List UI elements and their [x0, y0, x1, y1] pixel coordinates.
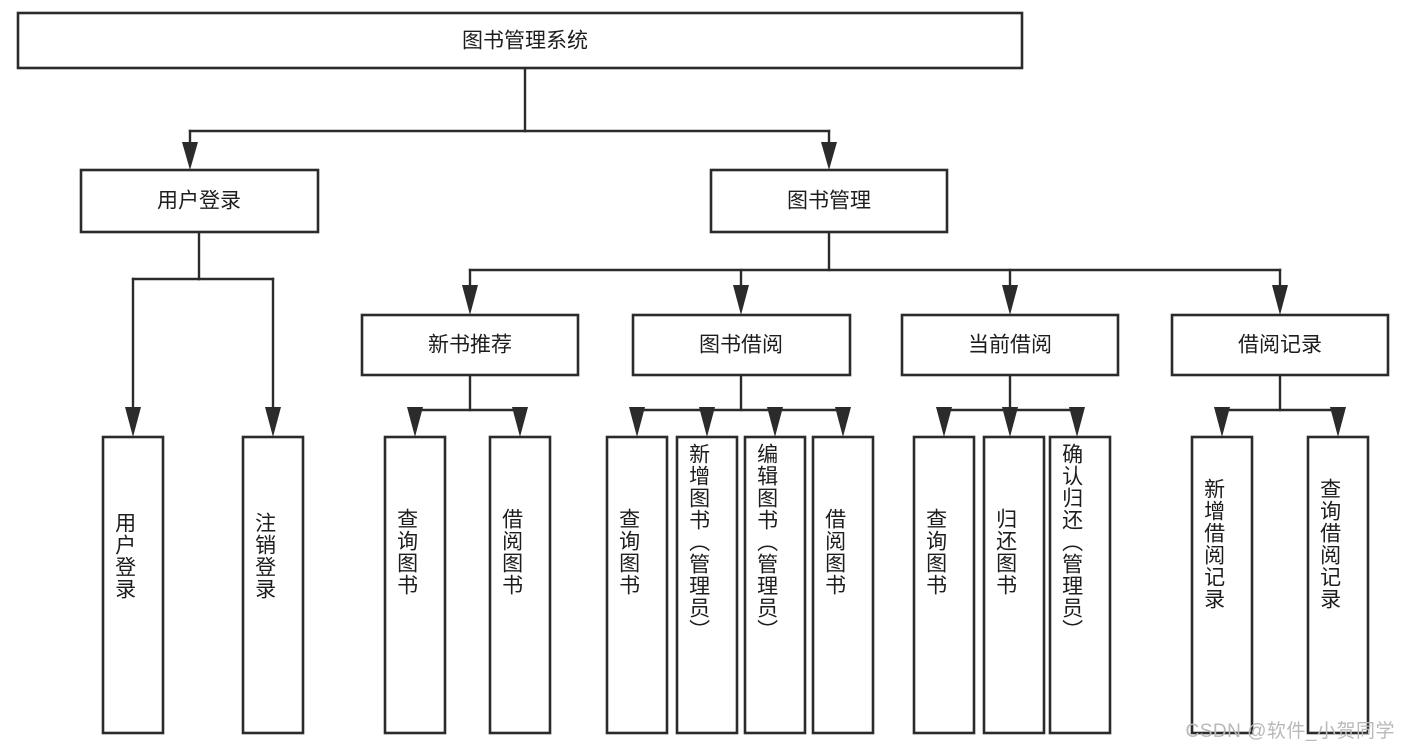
arrow-bm-to-recommend [462, 285, 478, 315]
arrow-bm-to-record [1272, 285, 1288, 315]
arrow-to-leaf-query-book-1 [407, 407, 423, 437]
arrow-to-leaf-return-book [1002, 407, 1018, 437]
connector-group-user-login [125, 230, 281, 437]
connector-group-book-manage [462, 230, 1288, 315]
arrow-to-leaf-user-logout [265, 407, 281, 437]
node-box-leaf-confirm-return[interactable] [1048, 435, 1112, 735]
arrow-to-leaf-query-record [1330, 407, 1346, 437]
node-box-root[interactable] [16, 11, 1024, 70]
node-box-leaf-query-record[interactable] [1306, 435, 1370, 735]
node-box-leaf-add-record[interactable] [1190, 435, 1254, 735]
node-box-leaf-user-login[interactable] [101, 435, 165, 735]
label-current-borrow: 当前借阅 [968, 334, 1052, 357]
node-box-current-borrow[interactable] [900, 313, 1120, 377]
arrow-to-leaf-user-login [125, 407, 141, 437]
arrow-root-to-book-manage [821, 142, 837, 170]
node-box-user-login[interactable] [79, 168, 320, 234]
node-box-leaf-borrow-book-2[interactable] [811, 435, 875, 735]
watermark-text: CSDN @软件_小贺同学 [1185, 721, 1395, 742]
node-box-book-manage[interactable] [709, 168, 949, 234]
node-box-leaf-edit-book[interactable] [743, 435, 807, 735]
label-book-borrow: 图书借阅 [699, 334, 783, 357]
arrow-to-leaf-add-record [1214, 407, 1230, 437]
connector-group-book-borrow [629, 373, 851, 437]
node-box-leaf-query-book-2[interactable] [605, 435, 669, 735]
arrow-to-leaf-confirm-return [1069, 407, 1085, 437]
arrow-to-leaf-edit-book [767, 407, 783, 437]
node-box-leaf-query-book-3[interactable] [912, 435, 976, 735]
arrow-to-leaf-query-book-3 [936, 407, 952, 437]
node-box-leaf-query-book-1[interactable] [383, 435, 447, 735]
label-borrow-record: 借阅记录 [1238, 334, 1322, 357]
node-box-new-book-recommend[interactable] [360, 313, 580, 377]
arrow-to-leaf-add-book [699, 407, 715, 437]
label-new-book-recommend: 新书推荐 [428, 334, 512, 357]
label-user-login: 用户登录 [157, 190, 241, 213]
arrow-bm-to-current [1002, 285, 1018, 315]
node-box-book-borrow[interactable] [631, 313, 852, 377]
node-box-leaf-add-book[interactable] [675, 435, 739, 735]
arrow-bm-to-borrow [733, 285, 749, 315]
node-box-leaf-user-logout[interactable] [241, 435, 305, 735]
connector-group-root [182, 66, 837, 170]
node-box-leaf-borrow-book-1[interactable] [488, 435, 552, 735]
node-box-borrow-record[interactable] [1170, 313, 1390, 377]
arrow-to-leaf-query-book-2 [629, 407, 645, 437]
label-book-manage: 图书管理 [787, 190, 871, 213]
arrow-root-to-user-login [182, 142, 198, 170]
node-box-leaf-return-book[interactable] [982, 435, 1046, 735]
label-root: 图书管理系统 [462, 30, 588, 53]
arrow-to-leaf-borrow-book-1 [512, 407, 528, 437]
arrow-to-leaf-borrow-book-2 [835, 407, 851, 437]
connector-group-recommend [407, 373, 528, 437]
connector-group-current-borrow [936, 373, 1085, 437]
connector-group-borrow-record [1214, 373, 1346, 437]
